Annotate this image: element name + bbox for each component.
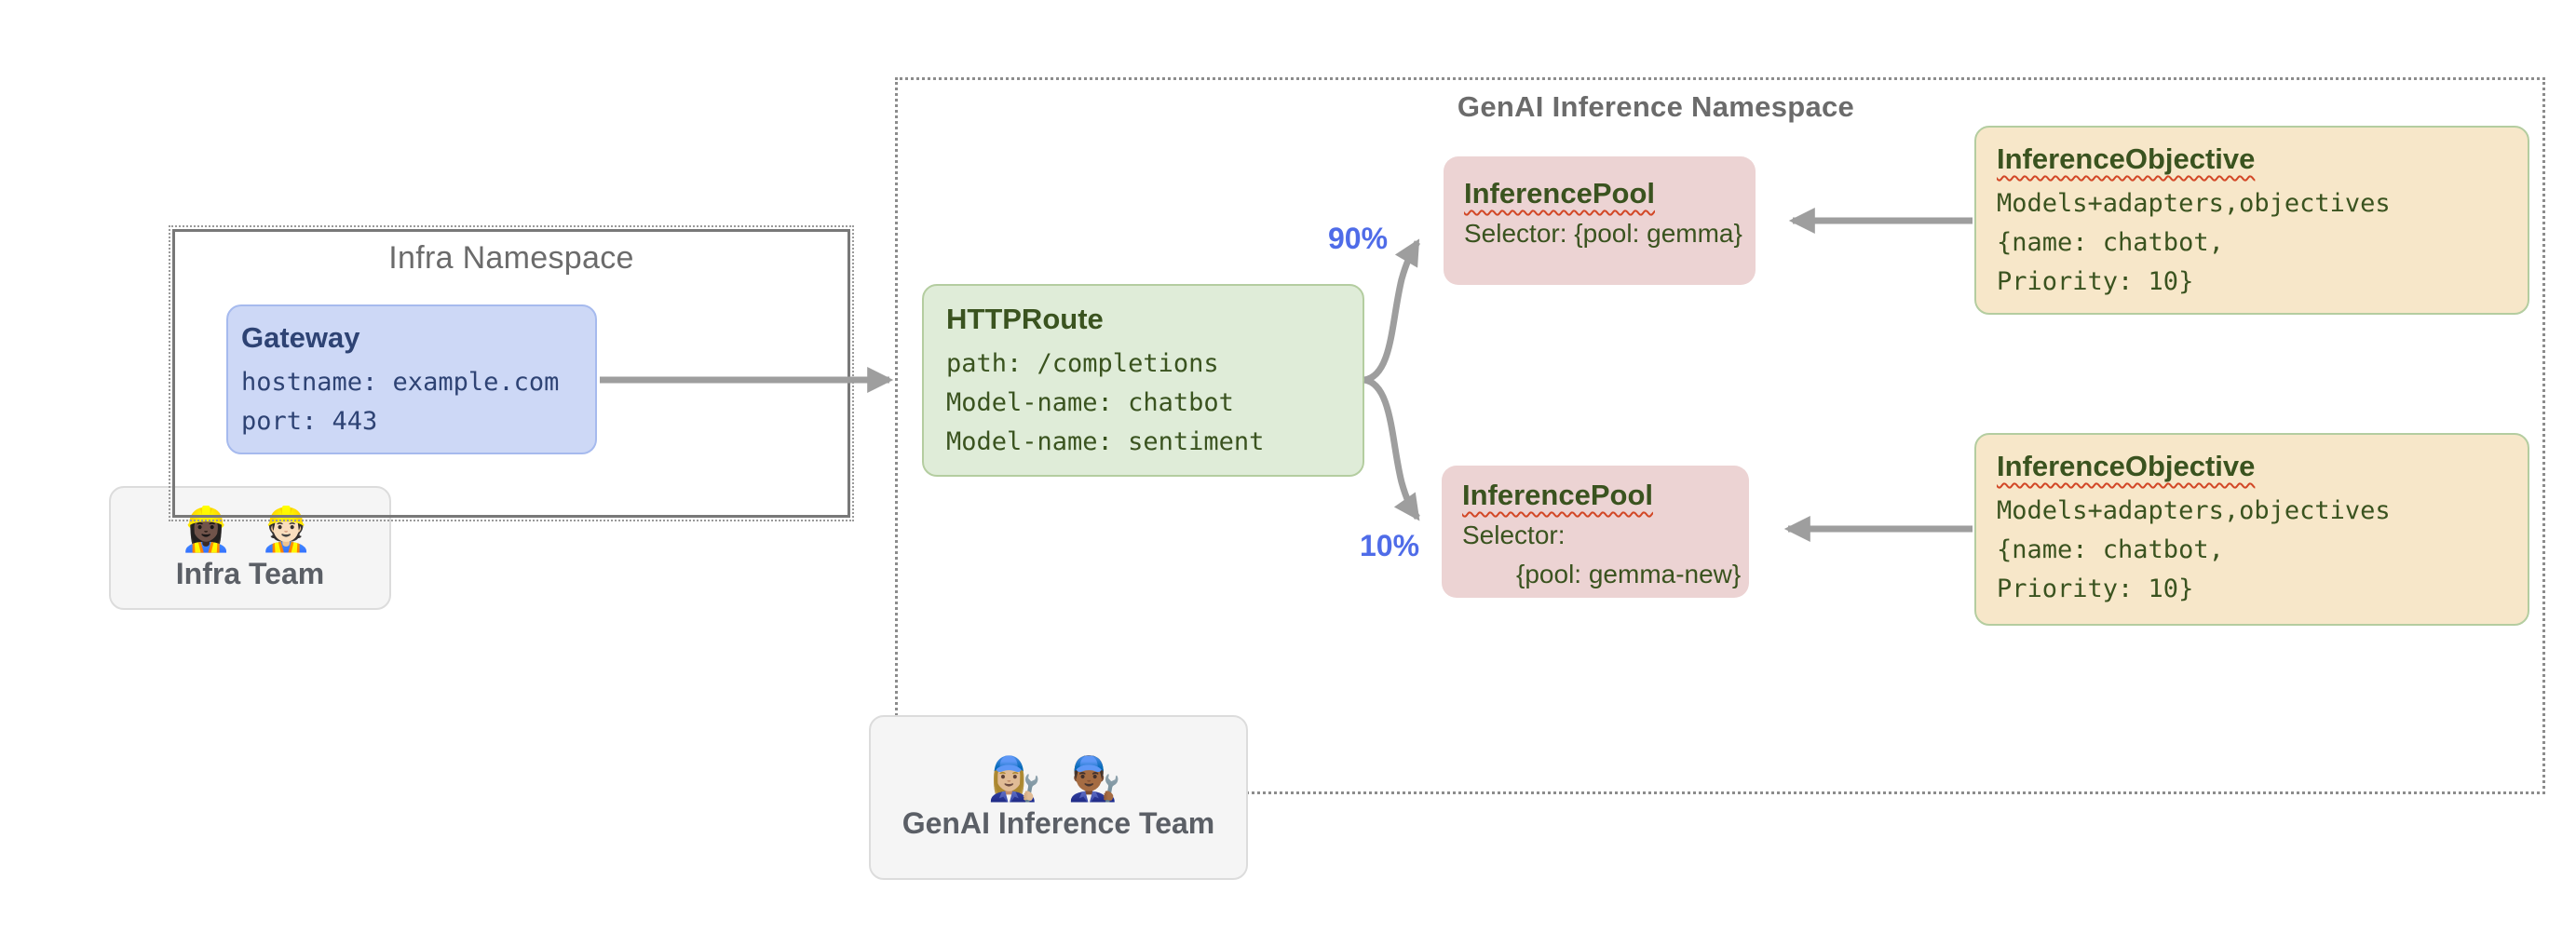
inference-pool-selector-value: {pool: gemma-new} <box>1516 560 1742 588</box>
traffic-split-10-label: 10% <box>1360 529 1420 562</box>
inference-objective-bottom-card: InferenceObjective Models+adapters,objec… <box>1974 433 2529 626</box>
inference-objective-name: {name: chatbot, <box>1997 535 2224 564</box>
inference-objective-models: Models+adapters,objectives <box>1997 496 2391 525</box>
infra-team-box: 👷🏿‍♀️ 👷🏻 Infra Team <box>109 486 391 610</box>
inference-pool-selector: Selector: <box>1462 521 1566 549</box>
inference-objective-models: Models+adapters,objectives <box>1997 189 2391 218</box>
httproute-card: HTTPRoute path: /completions Model-name:… <box>922 284 1364 477</box>
inference-objective-name: {name: chatbot, <box>1997 228 2224 257</box>
gateway-title: Gateway <box>241 321 360 354</box>
httproute-title: HTTPRoute <box>946 303 1104 335</box>
httproute-model-chatbot: Model-name: chatbot <box>946 388 1234 417</box>
inference-pool-title: InferencePool <box>1464 177 1655 210</box>
infra-team-label: Infra Team <box>175 557 325 590</box>
inference-pool-gemma-card: InferencePool Selector: {pool: gemma} <box>1444 156 1756 285</box>
httproute-model-sentiment: Model-name: sentiment <box>946 427 1265 456</box>
inference-pool-selector: Selector: {pool: gemma} <box>1464 219 1742 248</box>
genai-inference-team-label: GenAI Inference Team <box>902 806 1215 840</box>
inference-objective-top-card: InferenceObjective Models+adapters,objec… <box>1974 126 2529 315</box>
inference-objective-title: InferenceObjective <box>1997 142 2256 175</box>
inference-objective-priority: Priority: 10} <box>1997 267 2194 296</box>
construction-worker-icons: 👷🏿‍♀️ 👷🏻 <box>179 505 321 553</box>
gateway-hostname: hostname: example.com <box>241 368 560 397</box>
infra-namespace-title: Infra Namespace <box>388 240 634 276</box>
inference-pool-gemma-new-card: InferencePool Selector: {pool: gemma-new… <box>1442 466 1749 598</box>
gateway-card: Gateway hostname: example.com port: 443 <box>226 304 597 454</box>
mechanic-icons: 👩🏼‍🔧 👨🏾‍🔧 <box>987 754 1130 803</box>
httproute-path: path: /completions <box>946 349 1219 378</box>
genai-inference-namespace-boundary <box>895 77 2545 794</box>
genai-inference-namespace-title: GenAI Inference Namespace <box>1457 90 1855 123</box>
traffic-split-90-label: 90% <box>1328 222 1389 255</box>
gateway-port: port: 443 <box>241 407 378 436</box>
inference-objective-priority: Priority: 10} <box>1997 575 2194 603</box>
infra-namespace-boundary <box>169 225 854 521</box>
inference-objective-title: InferenceObjective <box>1997 450 2256 482</box>
genai-inference-team-box: 👩🏼‍🔧 👨🏾‍🔧 GenAI Inference Team <box>869 715 1248 880</box>
inference-pool-title: InferencePool <box>1462 479 1653 511</box>
